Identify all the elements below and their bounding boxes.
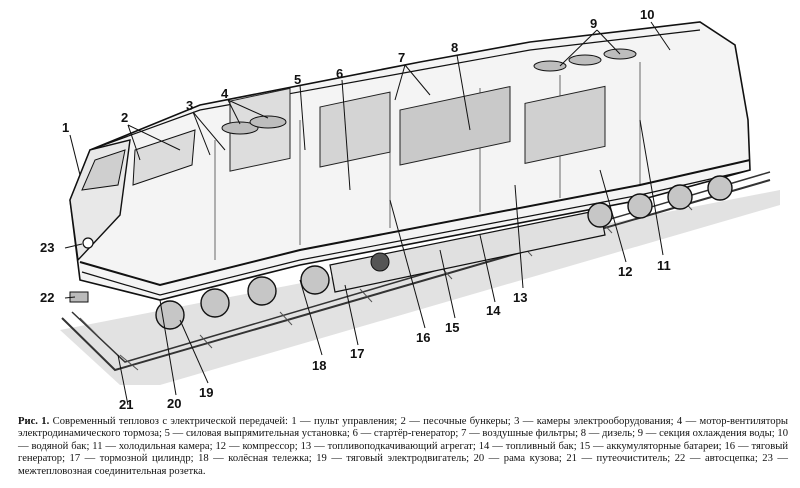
bogies xyxy=(155,175,733,330)
callout-19: 19 xyxy=(199,385,213,400)
callout-7: 7 xyxy=(398,50,405,65)
callout-3: 3 xyxy=(186,98,193,113)
callout-15: 15 xyxy=(445,320,459,335)
callout-10: 10 xyxy=(640,7,654,22)
locomotive-body xyxy=(69,21,751,303)
callout-13: 13 xyxy=(513,290,527,305)
callout-8: 8 xyxy=(451,40,458,55)
callout-14: 14 xyxy=(486,303,501,318)
callout-16: 16 xyxy=(416,330,430,345)
callout-5: 5 xyxy=(294,72,301,87)
caption-text: Современный тепловоз с электрической пер… xyxy=(18,416,788,477)
callout-2: 2 xyxy=(121,110,128,125)
callout-4: 4 xyxy=(221,86,229,101)
callout-18: 18 xyxy=(312,358,326,373)
callout-21: 21 xyxy=(119,397,133,410)
callout-1: 1 xyxy=(62,120,69,135)
figure-caption: Рис. 1. Современный тепловоз с электриче… xyxy=(18,416,788,478)
locomotive-drawing: 1 2 3 4 5 6 7 8 9 10 11 12 13 14 15 16 1… xyxy=(40,7,780,410)
caption-prefix: Рис. 1. xyxy=(18,416,50,427)
callout-9: 9 xyxy=(590,16,597,31)
callout-20: 20 xyxy=(167,396,181,410)
callout-12: 12 xyxy=(618,264,632,279)
callout-17: 17 xyxy=(350,346,364,361)
callout-22: 22 xyxy=(40,290,54,305)
callout-23: 23 xyxy=(40,240,54,255)
callout-11: 11 xyxy=(657,258,671,273)
callout-6: 6 xyxy=(336,66,343,81)
callout-leaders xyxy=(64,21,671,406)
locomotive-cutaway-figure: 1 2 3 4 5 6 7 8 9 10 11 12 13 14 15 16 1… xyxy=(40,7,780,410)
callout-labels: 1 2 3 4 5 6 7 8 9 10 11 12 13 14 15 16 1… xyxy=(40,7,671,410)
